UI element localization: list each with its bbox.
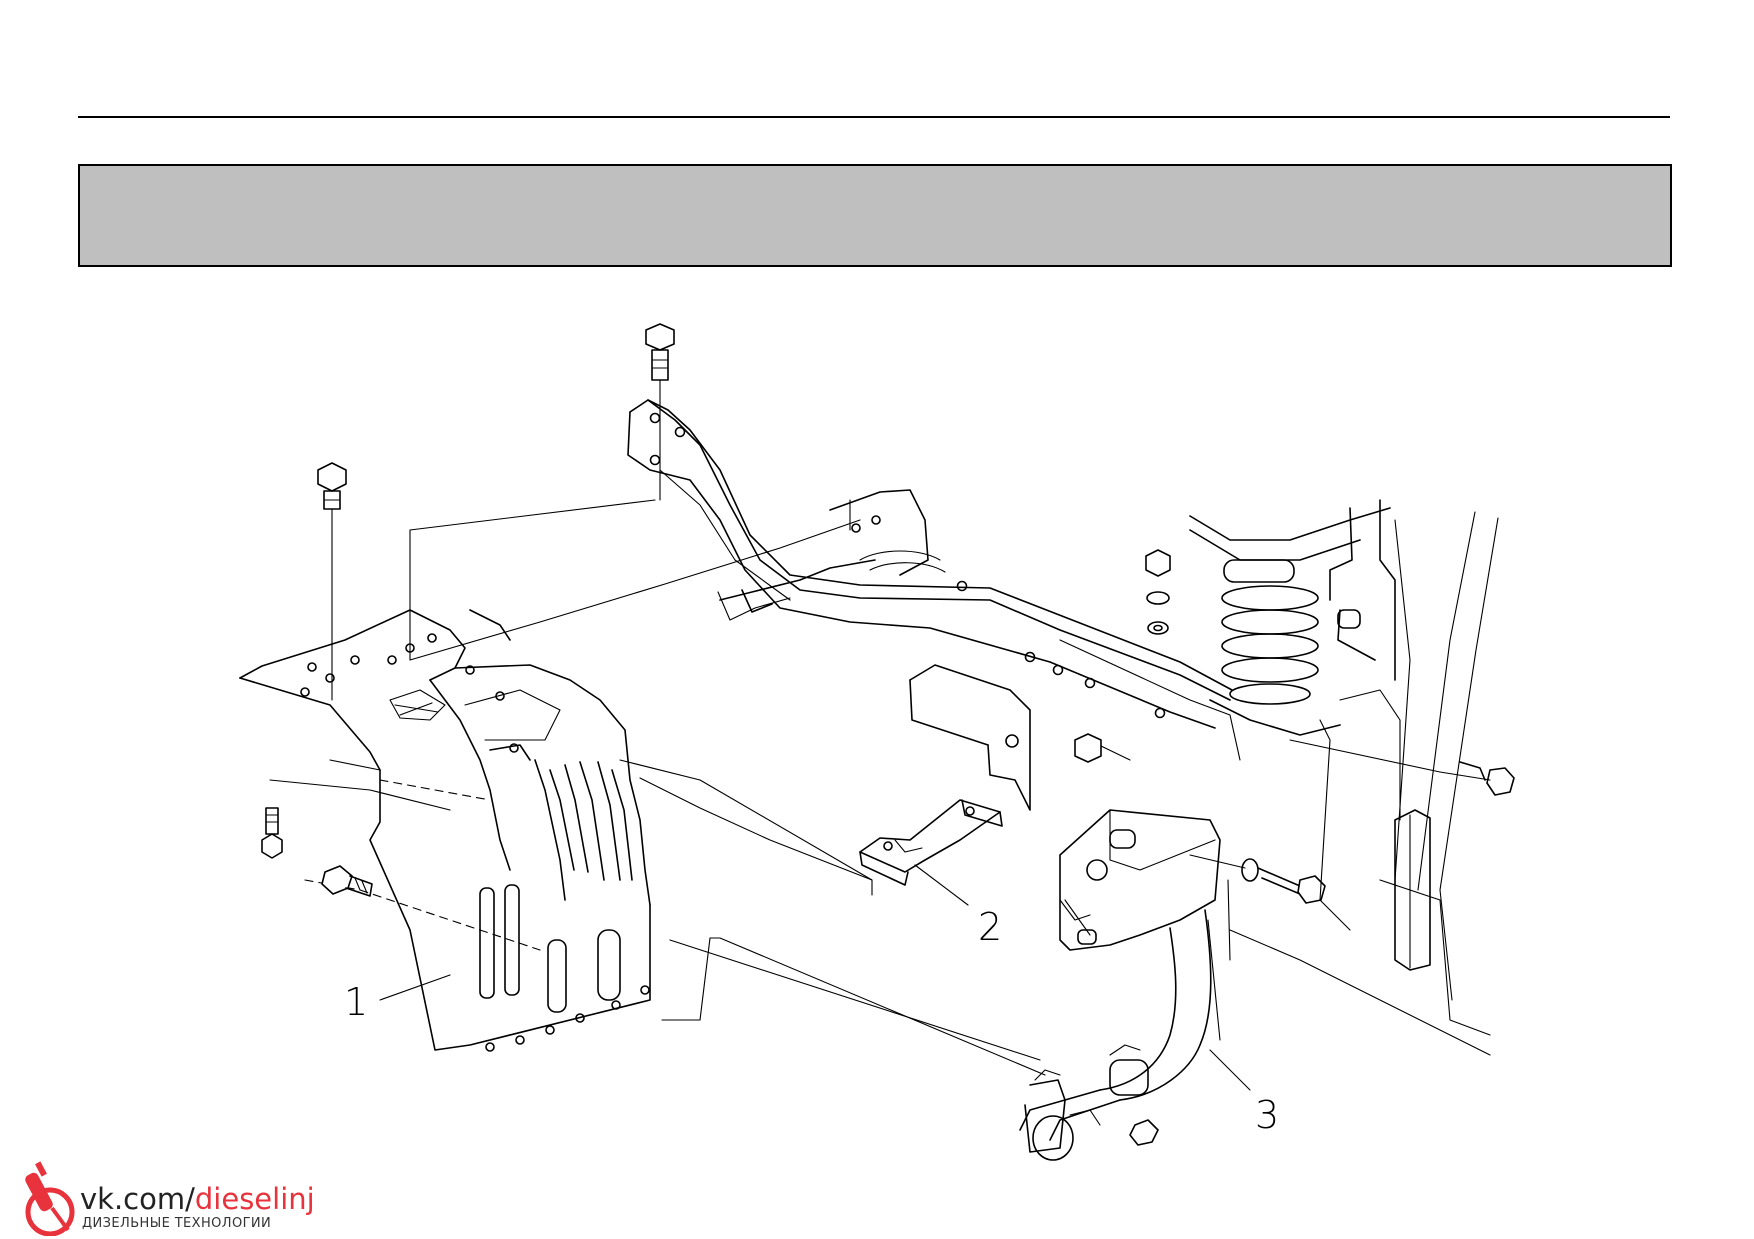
fastener-stack <box>1145 549 1171 635</box>
stabilizer-assembly <box>1019 809 1231 1161</box>
header-band <box>78 164 1672 267</box>
right-channel <box>1319 689 1431 971</box>
top-rule <box>78 116 1670 118</box>
nut-center <box>1074 733 1131 763</box>
front-bracket-assembly <box>239 609 651 1052</box>
left-mounting-bolt <box>317 462 347 701</box>
leader-lines <box>269 499 1041 1061</box>
watermark-url-accent: dieselinj <box>194 1182 315 1216</box>
callout-1: 1 <box>344 980 368 1024</box>
side-bolt-right-upper <box>1289 739 1515 796</box>
side-bolt-left-upper <box>261 807 283 859</box>
watermark-subtitle: ДИЗЕЛЬНЫЕ ТЕХНОЛОГИИ <box>82 1216 272 1231</box>
callout-1-group: 1 <box>344 974 451 1024</box>
injector-icon <box>25 1161 75 1236</box>
crossmember-beam <box>627 399 1241 811</box>
callout-2: 2 <box>978 905 1002 949</box>
side-bolt-left-lower <box>321 865 373 897</box>
watermark-url-prefix: vk.com/ <box>80 1182 195 1216</box>
coil-spring <box>1189 499 1396 736</box>
rear-cradle <box>717 489 946 621</box>
callout-2-group: 2 <box>914 864 1002 949</box>
small-bracket <box>859 799 1003 886</box>
watermark-url[interactable]: vk.com/dieselinj <box>80 1182 315 1216</box>
top-mounting-bolt <box>645 323 675 501</box>
side-bolt-right-lower <box>1189 854 1326 904</box>
callout-3: 3 <box>1255 1093 1279 1137</box>
callout-3-group: 3 <box>1209 1049 1279 1137</box>
